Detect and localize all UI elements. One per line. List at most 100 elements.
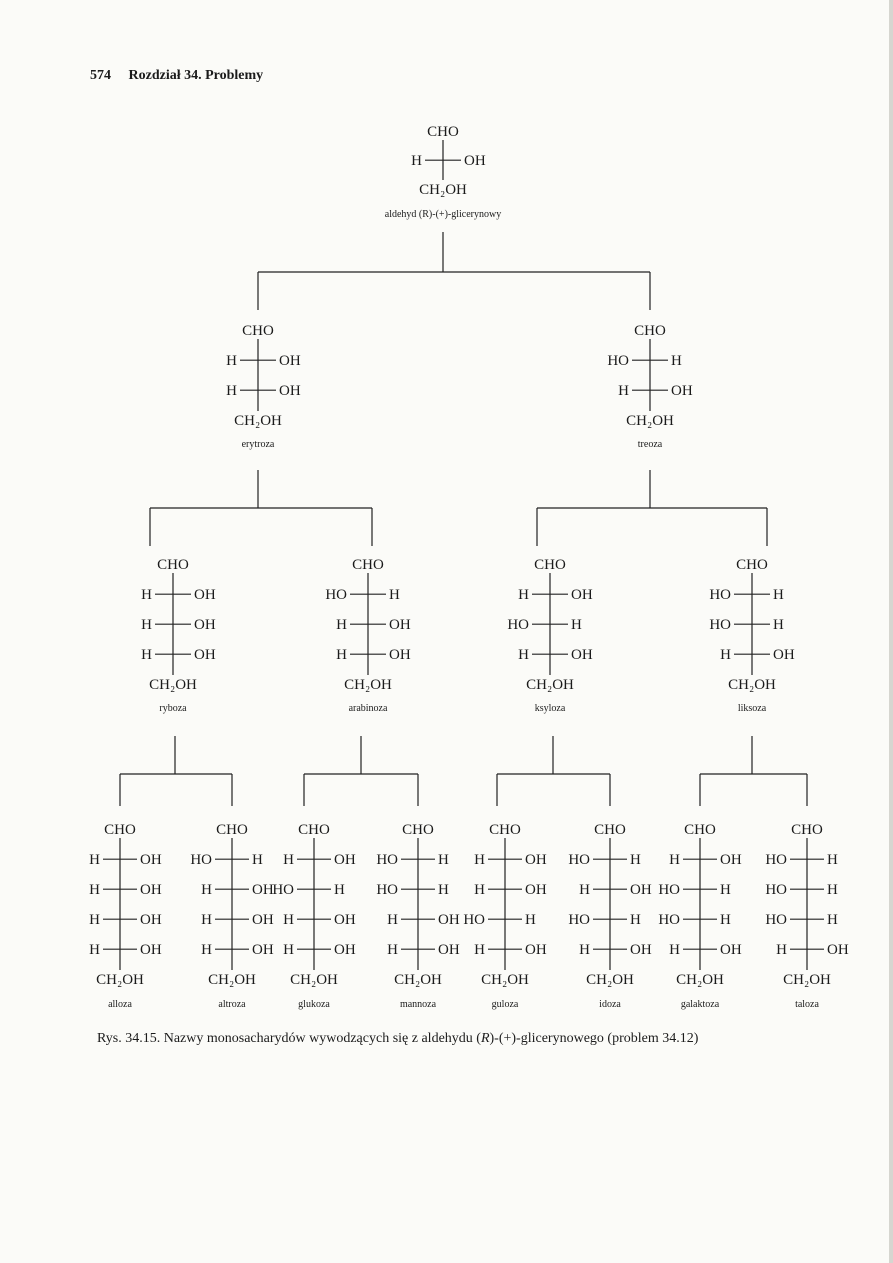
left-substituent: HO — [376, 852, 398, 868]
sugar-name: liksoza — [738, 703, 767, 714]
aldehyde-group: CHO — [157, 557, 189, 573]
left-substituent: H — [201, 942, 212, 958]
right-substituent: H — [438, 882, 449, 898]
left-substituent: H — [336, 647, 347, 663]
aldehyde-group: CHO — [684, 822, 716, 838]
sugar-name: galaktoza — [681, 999, 720, 1010]
right-substituent: H — [720, 882, 731, 898]
hydroxymethyl-group: CH₂OH — [676, 972, 724, 988]
right-substituent: OH — [140, 942, 162, 958]
left-substituent: H — [89, 882, 100, 898]
right-substituent: OH — [464, 153, 486, 169]
left-substituent: HO — [190, 852, 212, 868]
left-substituent: H — [776, 942, 787, 958]
chapter-title: Rozdział 34. Problemy — [128, 68, 264, 83]
left-substituent: H — [669, 852, 680, 868]
left-substituent: HO — [376, 882, 398, 898]
aldehyde-group: CHO — [216, 822, 248, 838]
right-substituent: H — [252, 852, 263, 868]
left-substituent: HO — [765, 882, 787, 898]
left-substituent: H — [336, 617, 347, 633]
hydroxymethyl-group: CH₂OH — [208, 972, 256, 988]
right-substituent: H — [571, 617, 582, 633]
hydroxymethyl-group: CH₂OH — [419, 182, 467, 198]
right-substituent: H — [525, 912, 536, 928]
aldehyde-group: CHO — [402, 822, 434, 838]
aldehyde-group: CHO — [242, 323, 274, 339]
aldehyde-group: CHO — [634, 323, 666, 339]
hydroxymethyl-group: CH₂OH — [728, 677, 776, 693]
hydroxymethyl-group: CH₂OH — [344, 677, 392, 693]
right-substituent: OH — [438, 942, 460, 958]
right-substituent: OH — [720, 852, 742, 868]
left-substituent: H — [89, 912, 100, 928]
hydroxymethyl-group: CH₂OH — [481, 972, 529, 988]
sugar-name: treoza — [638, 439, 663, 450]
left-substituent: H — [474, 852, 485, 868]
left-substituent: H — [141, 617, 152, 633]
right-substituent: H — [630, 852, 641, 868]
sugar-name: mannoza — [400, 999, 437, 1010]
left-substituent: HO — [765, 852, 787, 868]
right-substituent: H — [827, 852, 838, 868]
left-substituent: H — [474, 882, 485, 898]
sugar-name: ksyloza — [535, 703, 566, 714]
right-substituent: OH — [571, 587, 593, 603]
page-number: 574 — [90, 68, 111, 83]
sugar-name: aldehyd (R)-(+)-glicerynowy — [385, 209, 501, 220]
left-substituent: H — [89, 942, 100, 958]
left-substituent: H — [283, 912, 294, 928]
left-substituent: H — [411, 153, 422, 169]
left-substituent: H — [474, 942, 485, 958]
right-substituent: OH — [252, 912, 274, 928]
right-substituent: OH — [389, 617, 411, 633]
sugar-name: taloza — [795, 999, 819, 1010]
page-header: 574 Rozdział 34. Problemy — [90, 68, 263, 84]
left-substituent: HO — [325, 587, 347, 603]
right-substituent: H — [773, 587, 784, 603]
right-substituent: OH — [140, 852, 162, 868]
left-substituent: HO — [568, 852, 590, 868]
left-substituent: HO — [658, 912, 680, 928]
left-substituent: HO — [568, 912, 590, 928]
right-substituent: H — [438, 852, 449, 868]
aldehyde-group: CHO — [104, 822, 136, 838]
hydroxymethyl-group: CH₂OH — [626, 413, 674, 429]
left-substituent: H — [226, 383, 237, 399]
sugar-name: guloza — [492, 999, 519, 1010]
right-substituent: OH — [525, 942, 547, 958]
sugar-name: altroza — [218, 999, 246, 1010]
right-substituent: OH — [194, 617, 216, 633]
right-substituent: H — [773, 617, 784, 633]
left-substituent: H — [720, 647, 731, 663]
left-substituent: HO — [709, 587, 731, 603]
left-substituent: H — [579, 882, 590, 898]
left-substituent: H — [201, 912, 212, 928]
right-substituent: OH — [630, 942, 652, 958]
right-substituent: OH — [252, 942, 274, 958]
left-substituent: HO — [765, 912, 787, 928]
aldehyde-group: CHO — [791, 822, 823, 838]
hydroxymethyl-group: CH₂OH — [290, 972, 338, 988]
right-substituent: OH — [671, 383, 693, 399]
right-substituent: OH — [334, 912, 356, 928]
right-substituent: H — [389, 587, 400, 603]
hydroxymethyl-group: CH₂OH — [586, 972, 634, 988]
right-substituent: OH — [571, 647, 593, 663]
right-substituent: H — [827, 882, 838, 898]
hydroxymethyl-group: CH₂OH — [96, 972, 144, 988]
right-substituent: OH — [827, 942, 849, 958]
right-substituent: OH — [389, 647, 411, 663]
caption-italic: R — [480, 1031, 490, 1046]
right-substituent: OH — [773, 647, 795, 663]
hydroxymethyl-group: CH₂OH — [394, 972, 442, 988]
left-substituent: H — [518, 587, 529, 603]
right-substituent: OH — [525, 882, 547, 898]
right-substituent: OH — [194, 587, 216, 603]
sugar-name: idoza — [599, 999, 621, 1010]
left-substituent: H — [669, 942, 680, 958]
sugar-name: erytroza — [242, 439, 275, 450]
right-substituent: OH — [252, 882, 274, 898]
